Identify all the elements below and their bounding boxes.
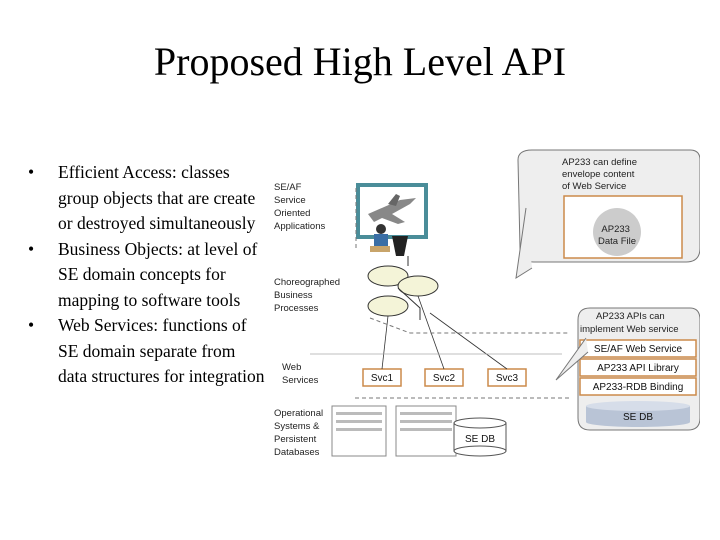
server-rack-icon xyxy=(331,405,457,457)
service-label: Svc1 xyxy=(371,373,394,384)
stack-layer-label: AP233 API Library xyxy=(597,363,679,374)
label-operational: Operational Systems & Persistent Databas… xyxy=(274,408,326,458)
slide-title: Proposed High Level API xyxy=(153,39,567,84)
bullet-marker: • xyxy=(28,238,35,259)
stack-layer-label: AP233-RDB Binding xyxy=(593,382,684,393)
bullet-text: Efficient Access: classes group objects … xyxy=(58,162,256,233)
svg-text:AP233 APIs can implement: AP233 APIs can implement Web service xyxy=(580,311,679,335)
bullet-text: Business Objects: at level of SE domain … xyxy=(58,238,258,310)
service-label: Svc3 xyxy=(496,373,519,384)
process-ellipses xyxy=(367,256,439,320)
service-label: Svc2 xyxy=(433,373,456,384)
se-db-cylinder-icon: SE DB xyxy=(453,417,507,457)
stack-layer-label: SE/AF Web Service xyxy=(594,344,683,355)
architecture-diagram: SE/AF Service Oriented Applications Chor… xyxy=(274,149,700,458)
bullet-text: Web Services: functions of SE domain sep… xyxy=(58,315,265,386)
service-boxes: Svc1 Svc2 Svc3 xyxy=(362,368,527,387)
bullet-item: • Business Objects: at level of SE domain… xyxy=(28,237,268,314)
bullet-item: • Web Services: functions of SE domain se… xyxy=(28,313,268,390)
bullet-marker: • xyxy=(28,162,35,182)
se-db-stack-label: SE DB xyxy=(623,412,653,423)
svg-text:AP233 can define envelop: AP233 can define envelope content of Web… xyxy=(562,157,640,192)
se-db-label: SE DB xyxy=(465,434,495,445)
bullet-list: • Efficient Access: classes group objects… xyxy=(28,160,268,390)
label-web-services: Web Services xyxy=(282,362,319,386)
callout-top: AP233 can define envelope content of Web… xyxy=(517,149,700,263)
dashed-lines xyxy=(355,188,570,399)
label-choreographed: Choreographed Business Processes xyxy=(274,277,343,314)
data-file-label: AP233 Data File xyxy=(598,224,636,247)
callout-bottom-pointer xyxy=(555,337,589,381)
monitor-airplane-icon xyxy=(356,183,428,239)
callout-bottom: AP233 APIs can implement Web service SE/… xyxy=(577,307,700,431)
callout-top-pointer xyxy=(515,207,533,279)
label-se-af: SE/AF Service Oriented Applications xyxy=(274,182,325,232)
bullet-marker: • xyxy=(28,315,35,335)
bullet-item: • Efficient Access: classes group objects… xyxy=(28,160,268,237)
user-at-desk-icon xyxy=(370,224,408,256)
